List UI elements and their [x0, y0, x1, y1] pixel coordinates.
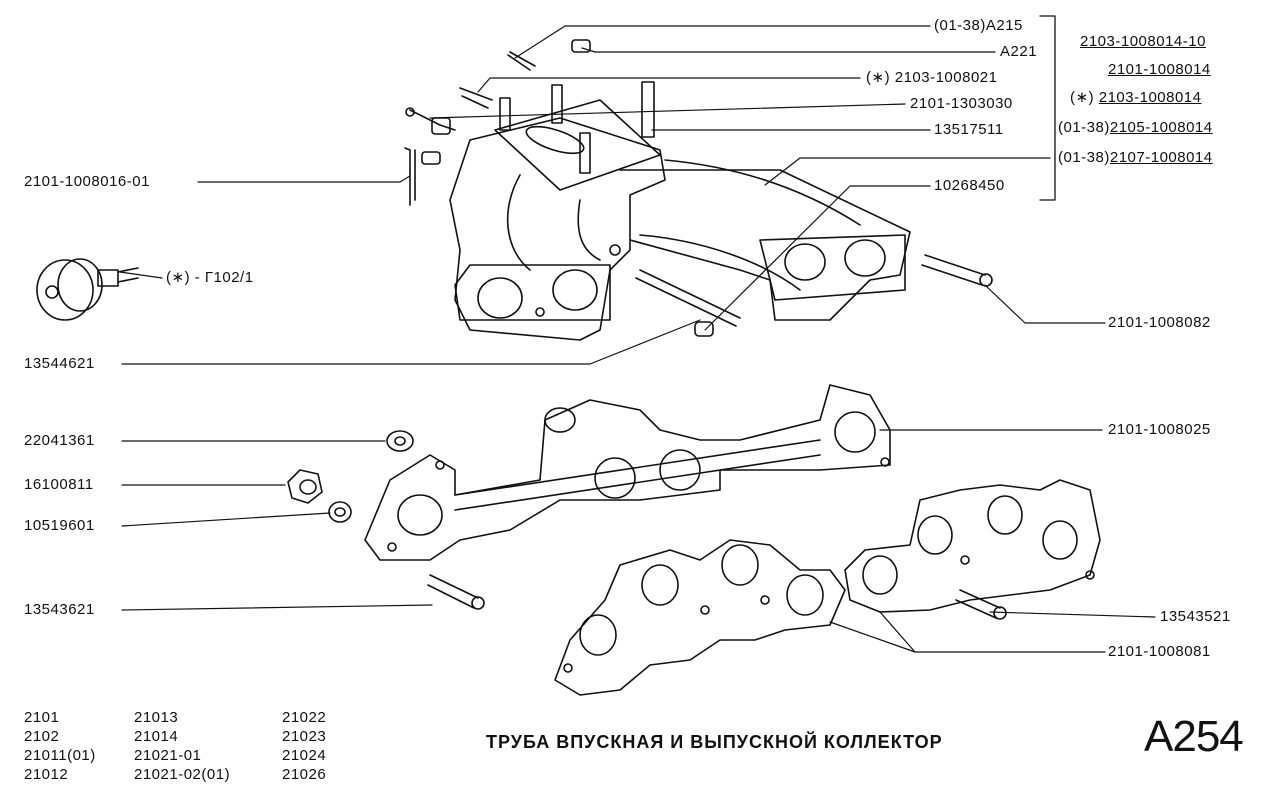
callout-2101-1008081: 2101-1008081 — [1108, 643, 1211, 660]
callout-22041361: 22041361 — [24, 432, 95, 449]
model-item: 21026 — [282, 766, 327, 783]
intake-manifold — [449, 99, 911, 341]
model-item: 21014 — [134, 728, 179, 745]
callout-13517511: 13517511 — [934, 121, 1004, 138]
callout-2101-1008016-01: 2101-1008016-01 — [24, 173, 150, 190]
model-item: 21021-01 — [134, 747, 202, 764]
model-item: 2101 — [24, 709, 60, 726]
callout-a215: (01-38)A215 — [934, 17, 1023, 34]
bracket-item-1: 2103-1008014-10 — [1080, 33, 1206, 50]
gaskets — [554, 479, 1101, 696]
callout-10268450: 10268450 — [934, 177, 1005, 194]
model-item: 21023 — [282, 728, 327, 745]
model-item: 21011(01) — [24, 747, 96, 764]
exhaust-manifold — [364, 384, 891, 561]
stud-bottom-left — [427, 574, 485, 610]
model-item: 21021-02(01) — [134, 766, 231, 783]
bracket-item-2: 2101-1008014 — [1108, 61, 1211, 78]
diagram-title: ТРУБА ВПУСКНАЯ И ВЫПУСКНОЙ КОЛЛЕКТОР — [486, 732, 943, 752]
callout-13544621: 13544621 — [24, 355, 95, 372]
callout-a221: A221 — [1000, 43, 1038, 60]
models-column-3: 21022 21023 21024 21026 — [282, 708, 326, 784]
callout-g102: (∗) - Г102/1 — [166, 269, 254, 286]
model-item: 21022 — [282, 709, 327, 726]
model-item: 21013 — [134, 709, 179, 726]
callout-10519601: 10519601 — [24, 517, 95, 534]
model-item: 21012 — [24, 766, 69, 783]
models-column-1: 2101 2102 21011(01) 21012 — [24, 708, 96, 784]
stud-right — [921, 254, 993, 287]
models-column-2: 21013 21014 21021-01 21021-02(01) — [134, 708, 230, 784]
bracket-item-5: (01-38)2107-1008014 — [1058, 149, 1213, 166]
callout-2101-1008025: 2101-1008025 — [1108, 421, 1211, 438]
washers-nut — [287, 430, 414, 523]
model-item: 21024 — [282, 747, 327, 764]
bracket-item-4: (01-38)2105-1008014 — [1058, 119, 1213, 136]
long-stud — [635, 269, 741, 337]
callout-2101-1008082: 2101-1008082 — [1108, 314, 1211, 331]
callout-2103-1008021: (∗) 2103-1008021 — [866, 69, 998, 86]
stud-bottom-right — [955, 589, 1007, 620]
leader-lines — [119, 25, 1156, 653]
part-group-bracket — [1039, 15, 1056, 201]
page-code: A254 — [1144, 712, 1244, 761]
thermo-switch — [36, 258, 139, 321]
studs — [459, 39, 655, 174]
callout-16100811: 16100811 — [24, 476, 94, 493]
bracket-item-3: (∗) 2103-1008014 — [1070, 89, 1202, 106]
callout-13543521: 13543521 — [1160, 608, 1231, 625]
callout-2101-1303030: 2101-1303030 — [910, 95, 1013, 112]
model-item: 2102 — [24, 728, 60, 745]
callout-13543621: 13543621 — [24, 601, 95, 618]
vacuum-fitting — [404, 107, 456, 206]
